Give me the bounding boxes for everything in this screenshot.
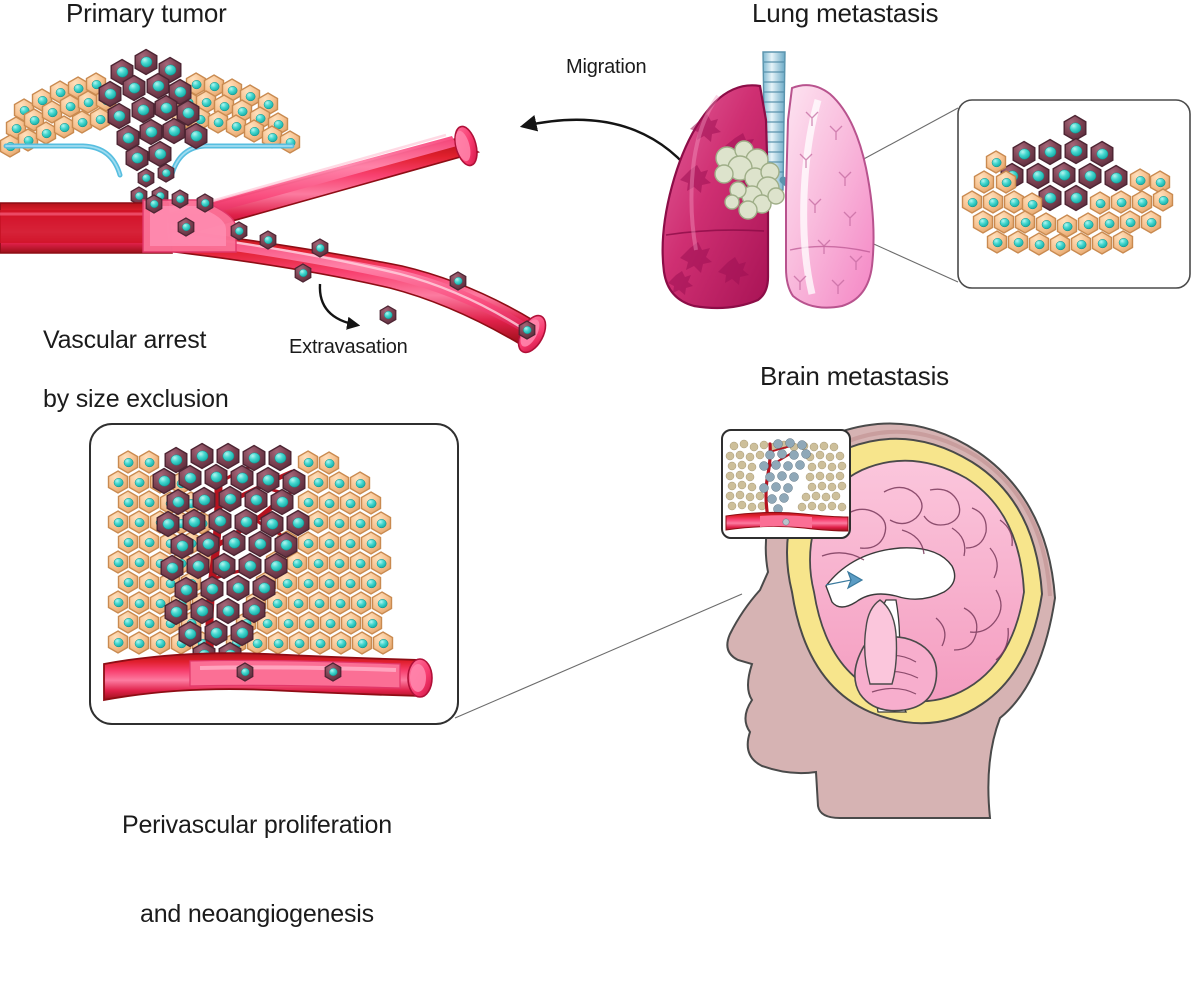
perivascular-line-2: and neoangiogenesis (140, 899, 374, 928)
feeding-vessel (103, 652, 433, 702)
label-perivascular-proliferation: Perivascular proliferation and neoangiog… (122, 752, 392, 988)
brain-metastasis-arrow (825, 570, 864, 590)
diagram-canvas (0, 48, 1191, 819)
brain-gyri (821, 486, 1013, 661)
lung-metastasis-panel (661, 51, 1191, 310)
extravasated-cell (379, 305, 397, 325)
lung-metastasis-inset (957, 99, 1191, 289)
label-migration: Migration (566, 56, 647, 78)
branching-blood-vessel (0, 125, 547, 354)
label-extravasation: Extravasation (289, 336, 408, 358)
perivascular-line-1: Perivascular proliferation (122, 811, 392, 839)
label-vascular-arrest: Vascular arrest by size exclusion (16, 296, 229, 444)
primary-tumor-panel (0, 48, 547, 354)
metastasis-cascade-figure: Primary tumor Lung metastasis Brain meta… (0, 0, 1191, 928)
brain (809, 459, 1025, 713)
lung-tumor-mass (714, 140, 785, 220)
page-title-primary-tumor: Primary tumor (66, 0, 227, 28)
page-title-lung-metastasis: Lung metastasis (752, 0, 939, 28)
brain-metastasis-inset (721, 429, 851, 539)
extravasation-arrow (318, 283, 361, 330)
lung-bronchi-marks (793, 111, 863, 294)
perivascular-inset-panel (89, 423, 743, 725)
vascular-arrest-line-1: Vascular arrest (42, 325, 207, 354)
mini-feeding-vessel (725, 511, 849, 532)
mini-tumor-cells (759, 438, 811, 514)
vascular-arrest-line-2: by size exclusion (42, 384, 229, 413)
brain-metastasis-panel (721, 422, 1057, 819)
lung-healthy (785, 84, 875, 309)
migration-arrow (519, 115, 700, 183)
page-title-brain-metastasis: Brain metastasis (760, 361, 949, 391)
perivascular-connector-line (454, 593, 743, 719)
